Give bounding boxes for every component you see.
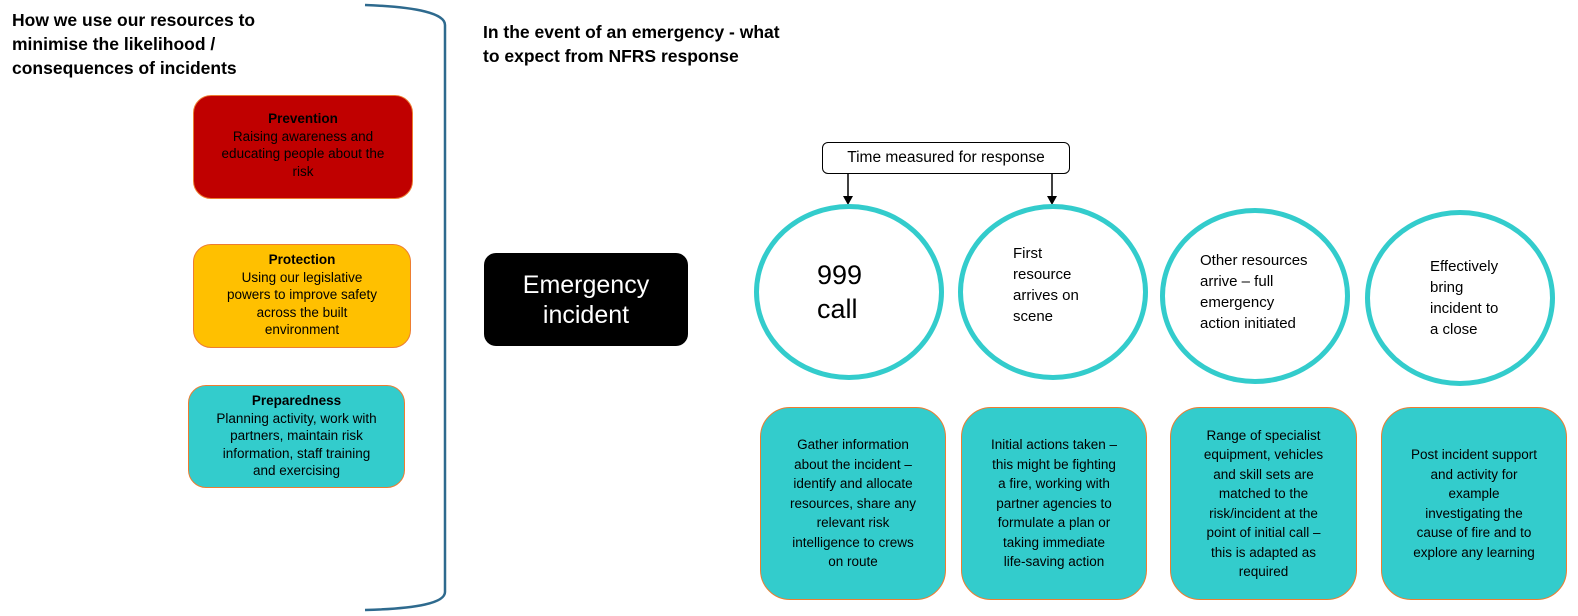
arrow-head-icon bbox=[1047, 196, 1057, 205]
detail-line: taking immediate bbox=[1002, 534, 1106, 550]
detail-line: and skill sets are bbox=[1213, 466, 1314, 482]
circle-line: Effectively bbox=[1430, 258, 1499, 275]
detail-line: identify and allocate bbox=[793, 476, 913, 492]
circle-line: incident to bbox=[1430, 300, 1499, 317]
detail-line: formulate a plan or bbox=[997, 515, 1111, 531]
circle-line: arrive – full bbox=[1200, 273, 1274, 290]
stage-circle-999-call: 999 call bbox=[754, 204, 944, 380]
box-line: risk bbox=[292, 163, 314, 179]
box-line: partners, maintain risk bbox=[230, 428, 363, 443]
circle-line: action initiated bbox=[1200, 315, 1296, 332]
detail-line: required bbox=[1238, 564, 1289, 579]
detail-line: Range of specialist bbox=[1206, 427, 1321, 443]
circle-line: resource bbox=[1013, 266, 1072, 283]
heading-line: to expect from NFRS response bbox=[483, 46, 739, 66]
detail-line: partner agencies to bbox=[996, 495, 1112, 511]
detail-line: investigating the bbox=[1425, 505, 1523, 521]
arrow-head-icon bbox=[843, 196, 853, 205]
detail-line: equipment, vehicles bbox=[1203, 447, 1324, 462]
detail-line: a fire, working with bbox=[998, 476, 1110, 492]
box-title: Preparedness bbox=[251, 393, 342, 408]
preparedness-box: Preparedness Planning activity, work wit… bbox=[188, 385, 405, 488]
detail-line: about the incident – bbox=[794, 456, 912, 472]
circle-line: emergency bbox=[1200, 294, 1275, 311]
heading-line: In the event of an emergency - what bbox=[483, 22, 780, 42]
circle-line: a close bbox=[1430, 321, 1478, 338]
box-title: Prevention bbox=[268, 111, 338, 126]
heading-line: consequences of incidents bbox=[12, 58, 237, 78]
detail-line: Gather information bbox=[797, 437, 909, 453]
stage-detail-close: Post incident support and activity for e… bbox=[1381, 407, 1567, 600]
stage-detail-other-resources: Range of specialist equipment, vehicles … bbox=[1170, 407, 1357, 600]
detail-line: this might be fighting bbox=[992, 456, 1116, 472]
incident-line: Emergency bbox=[522, 270, 650, 299]
box-line: powers to improve safety bbox=[226, 287, 378, 302]
heading-line: How we use our resources to bbox=[12, 10, 256, 30]
box-line: Planning activity, work with bbox=[216, 410, 377, 426]
protection-box: Protection Using our legislative powers … bbox=[193, 244, 411, 348]
heading-line: minimise the likelihood / bbox=[12, 34, 216, 54]
incident-line: incident bbox=[542, 300, 630, 329]
detail-line: explore any learning bbox=[1413, 544, 1535, 560]
detail-line: example bbox=[1448, 486, 1500, 501]
stage-circle-first-resource: First resource arrives on scene bbox=[958, 204, 1148, 380]
time-measured-label: Time measured for response bbox=[847, 149, 1045, 166]
detail-line: life-saving action bbox=[1003, 554, 1105, 570]
detail-line: relevant risk bbox=[816, 515, 890, 531]
circle-line: bring bbox=[1430, 279, 1464, 296]
stage-circle-close: Effectively bring incident to a close bbox=[1365, 210, 1555, 386]
box-line: across the built bbox=[256, 304, 348, 320]
stage-detail-first-resource: Initial actions taken – this might be fi… bbox=[961, 407, 1147, 600]
right-heading: In the event of an emergency - what to e… bbox=[483, 20, 780, 68]
box-line: educating people about the bbox=[221, 146, 385, 161]
detail-line: on route bbox=[828, 554, 878, 570]
detail-line: point of initial call – bbox=[1206, 525, 1321, 540]
box-line: Using our legislative bbox=[241, 269, 363, 285]
detail-line: Initial actions taken – bbox=[990, 437, 1118, 453]
circle-line: Other resources bbox=[1200, 252, 1308, 269]
circle-line: First bbox=[1013, 245, 1043, 262]
stage-detail-999-call: Gather information about the incident – … bbox=[760, 407, 946, 600]
emergency-incident-box: Emergency incident bbox=[484, 253, 688, 346]
stage-circle-other-resources: Other resources arrive – full emergency … bbox=[1160, 208, 1350, 384]
detail-line: risk/incident at the bbox=[1209, 505, 1318, 521]
circle-line: 999 bbox=[817, 260, 863, 290]
prevention-box: Prevention Raising awareness and educati… bbox=[193, 95, 413, 199]
box-line: environment bbox=[264, 322, 340, 337]
detail-line: and activity for bbox=[1430, 466, 1518, 482]
box-line: and exercising bbox=[252, 463, 341, 478]
detail-line: Post incident support bbox=[1410, 447, 1538, 462]
circle-line: call bbox=[817, 294, 858, 324]
detail-line: this is adapted as bbox=[1210, 544, 1317, 560]
circle-line: arrives on bbox=[1013, 287, 1079, 304]
detail-line: intelligence to crews bbox=[792, 534, 914, 550]
time-measured-box: Time measured for response bbox=[822, 142, 1070, 174]
detail-line: resources, share any bbox=[789, 495, 917, 511]
left-heading: How we use our resources to minimise the… bbox=[12, 8, 255, 80]
detail-line: matched to the bbox=[1218, 486, 1309, 501]
circle-line: scene bbox=[1013, 308, 1054, 325]
box-line: information, staff training bbox=[222, 445, 371, 461]
box-title: Protection bbox=[268, 252, 336, 267]
detail-line: cause of fire and to bbox=[1416, 525, 1532, 540]
box-line: Raising awareness and bbox=[232, 128, 374, 144]
